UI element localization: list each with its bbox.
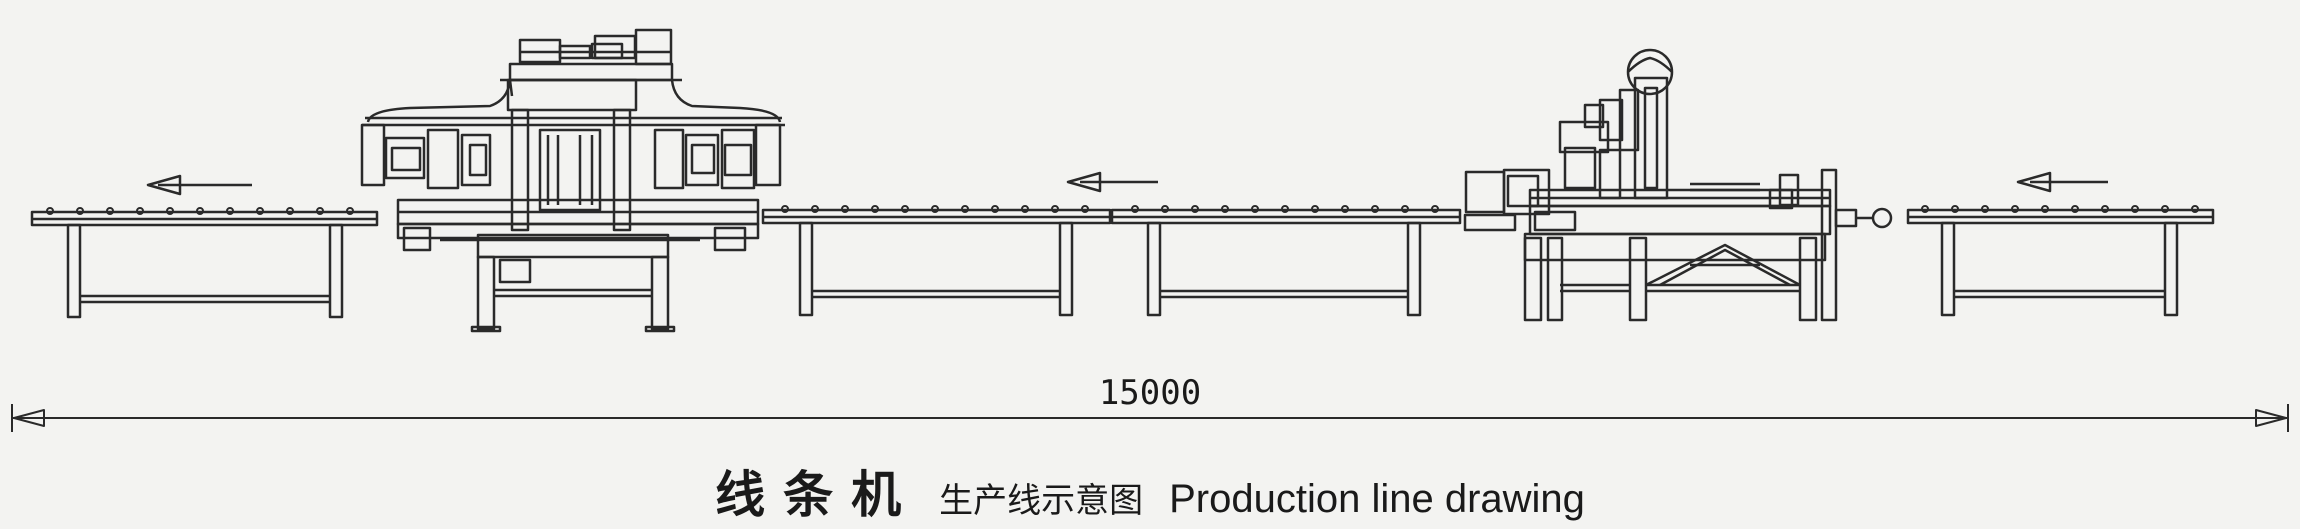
caption-subtitle-zh: 生产线示意图 <box>939 481 1144 521</box>
flow-arrow-icon <box>146 174 252 196</box>
conveyor-rollers <box>1921 205 2199 213</box>
profiling-machine <box>360 28 785 333</box>
conveyor-rollers <box>781 205 1439 213</box>
caption-title-zh: 线条机 <box>715 466 920 524</box>
drawing-caption: 线条机 生产线示意图 Production line drawing <box>0 455 2300 524</box>
dimension-line <box>11 404 2289 432</box>
conveyor-table-outfeed <box>30 207 379 319</box>
dimension-label: 15000 <box>1099 373 1201 413</box>
conveyor-table-middle <box>761 205 1462 317</box>
flow-arrow-icon <box>2016 171 2108 193</box>
caption-subtitle-en: Production line drawing <box>1169 477 1585 521</box>
saw-machine <box>1463 48 1893 322</box>
flow-arrow-icon <box>1066 171 1158 193</box>
conveyor-table-infeed <box>1906 205 2215 317</box>
conveyor-rollers <box>46 207 354 215</box>
